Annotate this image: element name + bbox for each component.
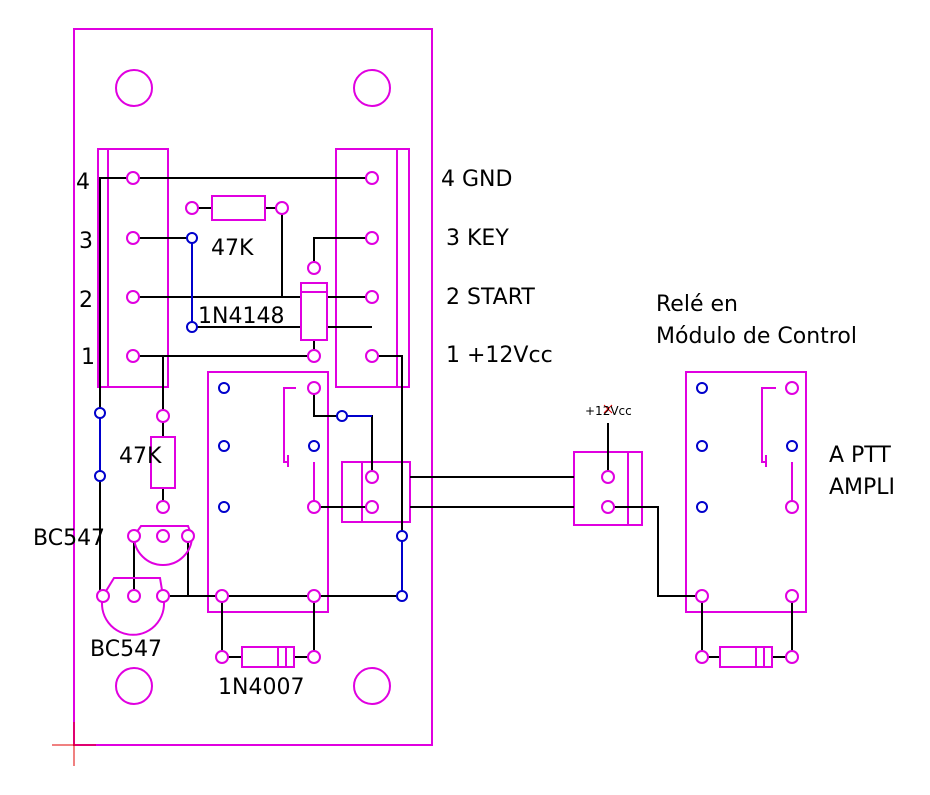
diode-1n4148-label: 1N4148 bbox=[198, 304, 284, 329]
mounting-hole bbox=[115, 69, 153, 107]
right-connector bbox=[335, 148, 410, 388]
relay-main-contacts bbox=[283, 387, 315, 507]
relay-remote-contacts bbox=[761, 387, 793, 507]
resistor-top-label: 47K bbox=[211, 236, 254, 261]
wires bbox=[99, 177, 793, 658]
mounting-hole bbox=[115, 667, 153, 705]
transistor-bc547-lower bbox=[101, 577, 165, 636]
resistor-left-label: 47K bbox=[119, 444, 162, 469]
board-outline bbox=[73, 28, 433, 746]
mounting-hole bbox=[353, 667, 391, 705]
supply-marker bbox=[603, 404, 613, 414]
resistor-47k-top bbox=[211, 195, 266, 221]
pin-number-2: 2 bbox=[79, 288, 93, 313]
pin-function-gnd: 4 GND bbox=[441, 167, 512, 192]
mounting-hole bbox=[353, 69, 391, 107]
diode-1n4007-remote bbox=[719, 646, 773, 668]
via-pads bbox=[94, 232, 798, 602]
origin-mark bbox=[52, 722, 96, 766]
resistor-47k-left bbox=[150, 436, 176, 489]
pin-function-start: 2 START bbox=[446, 285, 535, 310]
remote-relay-label-line1: Relé en bbox=[656, 292, 738, 317]
pin-function-key: 3 KEY bbox=[446, 226, 509, 251]
transistor-2-label: BC547 bbox=[90, 637, 162, 662]
pads bbox=[96, 171, 799, 664]
relay-remote bbox=[685, 371, 807, 613]
pin-number-4: 4 bbox=[76, 170, 90, 195]
supply-label: +12Vcc bbox=[585, 404, 632, 418]
diode-1n4007-label: 1N4007 bbox=[218, 675, 304, 700]
output-label-line1: A PTT bbox=[829, 443, 891, 468]
remote-relay-label-line2: Módulo de Control bbox=[656, 324, 857, 349]
pin-number-3: 3 bbox=[79, 229, 93, 254]
left-connector bbox=[97, 148, 169, 388]
mounting-holes bbox=[115, 69, 391, 705]
pin-function-12v: 1 +12Vcc bbox=[446, 343, 553, 368]
relay-main bbox=[207, 371, 329, 613]
jumpers bbox=[99, 238, 403, 596]
diode-1n4148 bbox=[300, 282, 328, 341]
pin-number-1: 1 bbox=[81, 345, 95, 370]
diode-1n4007-board bbox=[241, 646, 295, 668]
board-output-connector bbox=[341, 461, 411, 523]
output-label-line2: AMPLI bbox=[829, 475, 895, 500]
transistor-1-label: BC547 bbox=[33, 526, 105, 551]
